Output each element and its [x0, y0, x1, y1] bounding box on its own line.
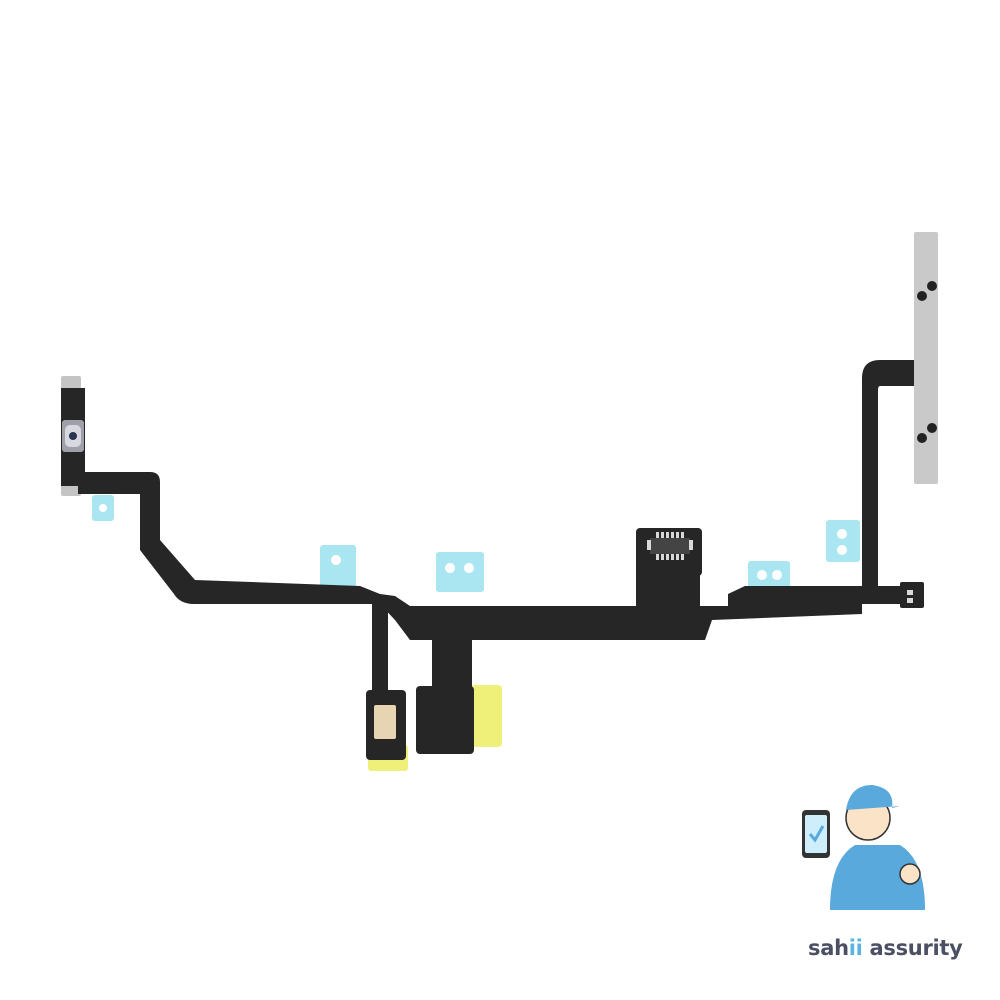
brand-prefix: sah: [808, 936, 849, 960]
brand-watermark: sahii assurity: [808, 936, 963, 960]
brand-suffix: assurity: [862, 936, 963, 960]
adhesive-holes: [99, 504, 847, 580]
board-connector: [647, 532, 693, 560]
microphone-component: [374, 705, 396, 739]
pad-contacts: [907, 590, 913, 603]
power-button-bracket: [61, 376, 85, 496]
blue-adhesive-tabs: [92, 495, 860, 593]
mascot-illustration: [802, 785, 925, 910]
volume-button-bracket: [914, 232, 938, 484]
brand-accent: ii: [848, 936, 863, 960]
